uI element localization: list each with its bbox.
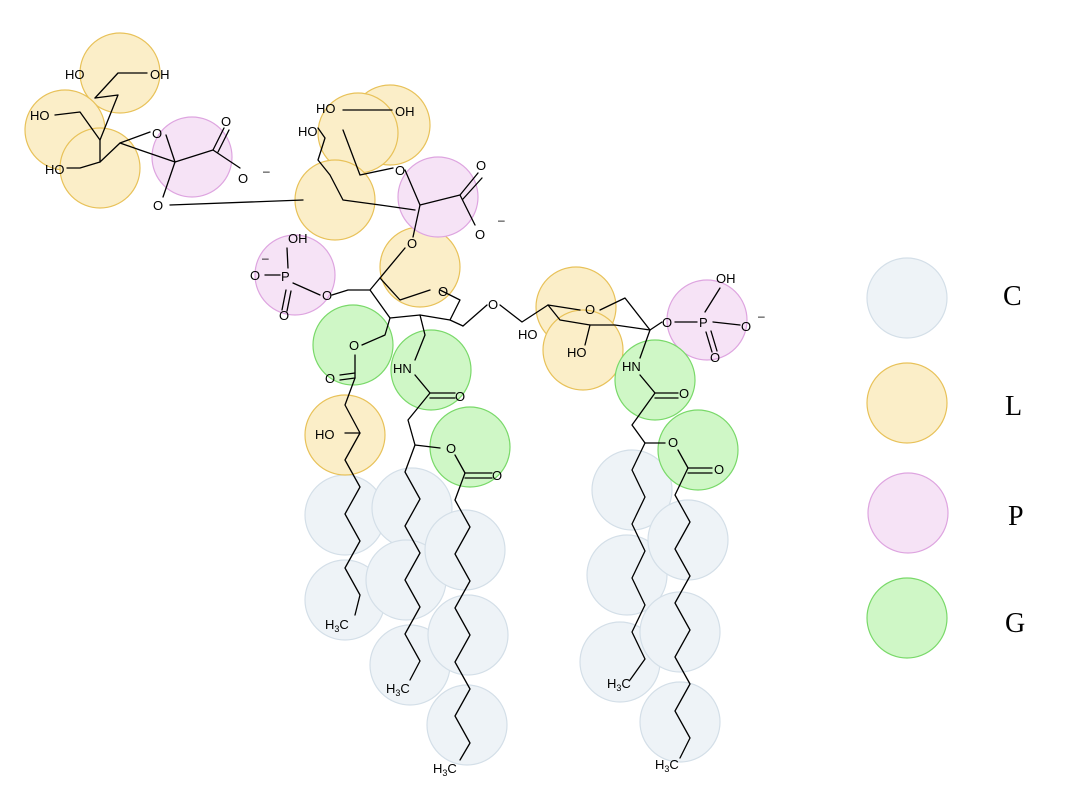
label-o: O bbox=[488, 297, 498, 312]
legend-swatch-p bbox=[867, 472, 949, 554]
legend: C L P G bbox=[866, 257, 1025, 659]
label-o: O bbox=[438, 284, 448, 299]
label-o: O bbox=[668, 435, 678, 450]
blob-g bbox=[614, 339, 696, 421]
legend-swatch-l bbox=[866, 362, 948, 444]
legend-item-g: G bbox=[866, 577, 1025, 659]
legend-item-l: L bbox=[866, 362, 1022, 444]
legend-item-p: P bbox=[867, 472, 1024, 554]
label-o: O bbox=[714, 462, 724, 477]
label-ho: HO bbox=[298, 124, 318, 139]
blob-p bbox=[666, 279, 748, 361]
label-oh: OH bbox=[288, 231, 308, 246]
blob-g bbox=[390, 329, 472, 411]
label-o: O bbox=[250, 268, 260, 283]
blob-l bbox=[542, 309, 624, 391]
legend-label-l: L bbox=[1005, 391, 1022, 422]
label-minus: – bbox=[758, 309, 765, 323]
label-h3c: H3C bbox=[607, 676, 631, 693]
label-p: P bbox=[281, 269, 290, 284]
label-o: O bbox=[710, 350, 720, 365]
blob-c bbox=[426, 684, 508, 766]
legend-label-c: C bbox=[1003, 281, 1022, 312]
label-minus: – bbox=[263, 164, 270, 178]
legend-item-c: C bbox=[866, 257, 1022, 339]
label-h3c: H3C bbox=[433, 761, 457, 778]
label-o: O bbox=[221, 114, 231, 129]
label-o: O bbox=[475, 227, 485, 242]
label-o: O bbox=[279, 308, 289, 323]
label-o: O bbox=[455, 389, 465, 404]
label-h3c: H3C bbox=[386, 681, 410, 698]
label-minus: – bbox=[262, 251, 269, 265]
legend-label-g: G bbox=[1005, 608, 1025, 639]
label-p: P bbox=[699, 315, 708, 330]
label-o: O bbox=[446, 441, 456, 456]
label-o: O bbox=[407, 236, 417, 251]
label-h3c: H3C bbox=[655, 757, 679, 774]
label-o: O bbox=[153, 198, 163, 213]
label-ho: HO bbox=[30, 108, 50, 123]
label-ho: HO bbox=[315, 427, 335, 442]
blob-c bbox=[639, 591, 721, 673]
label-o: O bbox=[679, 386, 689, 401]
label-hn: HN bbox=[393, 361, 412, 376]
label-ho: HO bbox=[65, 67, 85, 82]
blob-p bbox=[254, 234, 336, 316]
blob-c bbox=[591, 449, 673, 531]
label-o: O bbox=[741, 319, 751, 334]
label-hn: HN bbox=[622, 359, 641, 374]
legend-label-p: P bbox=[1008, 501, 1024, 532]
blob-c bbox=[586, 534, 668, 616]
label-minus: – bbox=[498, 213, 505, 227]
legend-swatch-g bbox=[866, 577, 948, 659]
blob-p bbox=[397, 156, 479, 238]
label-o: O bbox=[325, 371, 335, 386]
blob-l bbox=[304, 394, 386, 476]
highlight-blobs bbox=[24, 32, 748, 766]
bonds bbox=[54, 72, 741, 761]
label-o: O bbox=[662, 315, 672, 330]
label-ho: HO bbox=[316, 101, 336, 116]
label-o: O bbox=[585, 302, 595, 317]
legend-swatch-c bbox=[866, 257, 948, 339]
blob-g bbox=[657, 409, 739, 491]
label-ho: HO bbox=[518, 327, 538, 342]
blob-c bbox=[427, 594, 509, 676]
blob-c bbox=[424, 509, 506, 591]
label-o: O bbox=[395, 163, 405, 178]
label-o: O bbox=[322, 288, 332, 303]
label-h3c: H3C bbox=[325, 617, 349, 634]
label-o: O bbox=[238, 171, 248, 186]
blob-l bbox=[59, 127, 141, 209]
blob-c bbox=[639, 681, 721, 763]
label-oh: OH bbox=[395, 104, 415, 119]
blob-c bbox=[647, 499, 729, 581]
atom-labels: HO OH HO HO O O O – O HO OH HO O O O – O… bbox=[30, 67, 765, 778]
label-ho: HO bbox=[45, 162, 65, 177]
label-oh: OH bbox=[716, 271, 736, 286]
label-o: O bbox=[492, 468, 502, 483]
label-o: O bbox=[476, 158, 486, 173]
label-o: O bbox=[349, 338, 359, 353]
blob-l bbox=[294, 159, 376, 241]
label-o: O bbox=[152, 126, 162, 141]
label-ho: HO bbox=[567, 345, 587, 360]
label-oh: OH bbox=[150, 67, 170, 82]
